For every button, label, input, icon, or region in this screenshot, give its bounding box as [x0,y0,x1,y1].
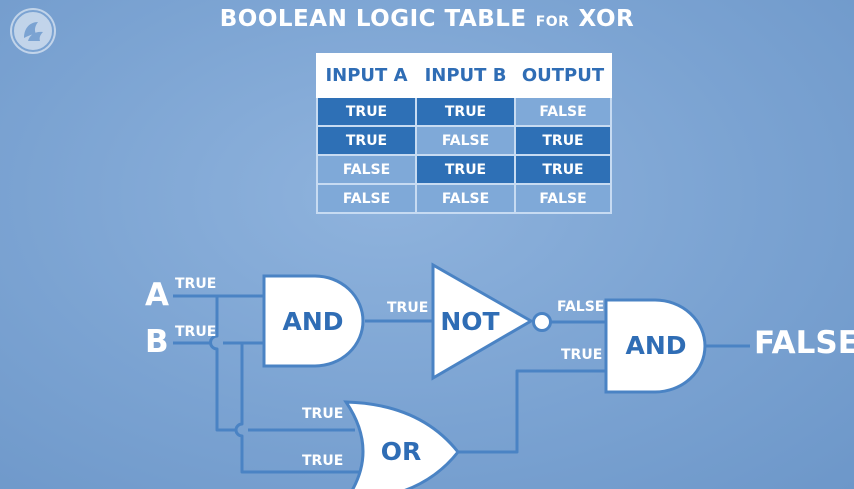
column-header-input-b: INPUT B [415,53,516,98]
page-title: BOOLEAN LOGIC TABLE FOR XOR [0,6,854,32]
table-header-row: INPUT A INPUT B OUTPUT [316,53,612,98]
table-cell-input-a: FALSE [316,154,417,185]
table-cell-output: TRUE [514,154,612,185]
table-cell-output: TRUE [514,125,612,156]
input-b-letter: B [145,324,169,360]
and-gate-2-label: AND [625,331,687,360]
table-cell-input-b: FALSE [415,183,516,214]
table-cell-output: FALSE [514,96,612,127]
input-a-value: TRUE [175,276,217,292]
or-gate-label: OR [380,437,422,466]
not-gate-bubble [532,312,552,332]
or-gate [343,400,460,489]
wire-or-to-and2 [455,369,606,454]
column-header-output: OUTPUT [514,53,612,98]
and-gate-2 [604,298,707,394]
not-gate [431,262,535,381]
title-operator: XOR [578,6,635,32]
wire-a-branch [209,296,236,432]
and1-output-value: TRUE [387,300,429,316]
or-output-value: TRUE [561,347,603,363]
circuit-output-value: FALSE [754,325,854,361]
table-cell-output: FALSE [514,183,612,214]
not-output-value: FALSE [557,299,605,315]
and-gate-1 [262,274,365,368]
table-cell-input-a: FALSE [316,183,417,214]
wire-b-branch [234,343,360,474]
table-cell-input-a: TRUE [316,96,417,127]
pbs-logo-icon [10,8,56,54]
input-a-letter: A [145,277,169,313]
table-cell-input-b: FALSE [415,125,516,156]
not-gate-label: NOT [440,307,500,336]
or-input-top-value: TRUE [302,406,344,422]
input-b-value: TRUE [175,324,217,340]
column-header-input-a: INPUT A [316,53,417,98]
table-cell-input-b: TRUE [415,154,516,185]
or-input-bottom-value: TRUE [302,453,344,469]
title-main: BOOLEAN LOGIC TABLE [219,6,527,32]
table-cell-input-a: TRUE [316,125,417,156]
title-for: FOR [535,14,570,30]
table-cell-input-b: TRUE [415,96,516,127]
and-gate-1-label: AND [282,307,344,336]
